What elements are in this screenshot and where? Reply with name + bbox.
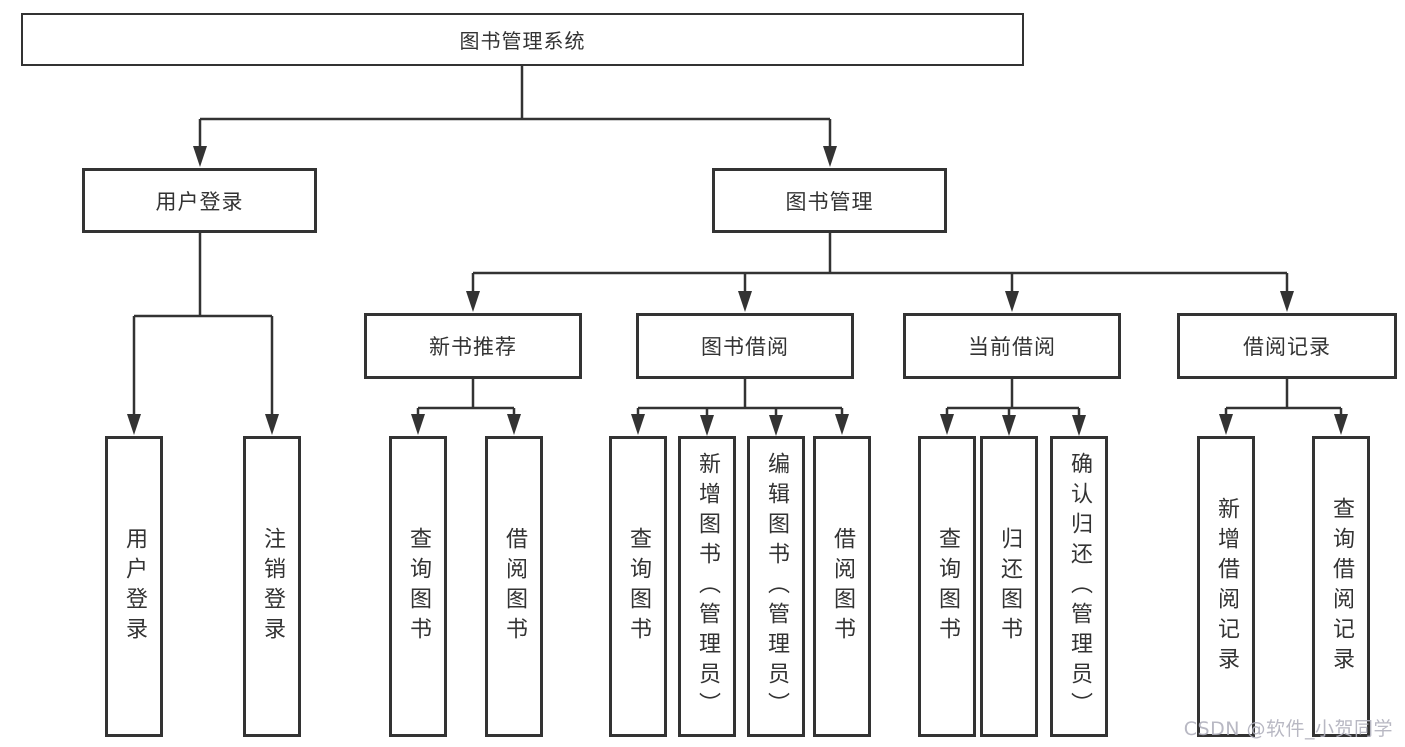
leaf-logout: 注销登录 bbox=[243, 436, 301, 737]
csdn-watermark: CSDN @软件_小贺同学 bbox=[1183, 718, 1393, 740]
node-user-login: 用户登录 bbox=[82, 168, 317, 233]
leaf-return-books: 归还图书 bbox=[980, 436, 1038, 737]
leaf-borrow-books-recommend: 借阅图书 bbox=[485, 436, 543, 737]
leaf-query-books-current: 查询图书 bbox=[918, 436, 976, 737]
node-book-borrow: 图书借阅 bbox=[636, 313, 854, 379]
leaf-confirm-return-admin: 确认归还（管理员） bbox=[1050, 436, 1108, 737]
leaf-query-books-recommend: 查询图书 bbox=[389, 436, 447, 737]
node-borrow-records: 借阅记录 bbox=[1177, 313, 1397, 379]
leaf-add-borrow-record: 新增借阅记录 bbox=[1197, 436, 1255, 737]
node-root: 图书管理系统 bbox=[21, 13, 1024, 66]
leaf-query-borrow-record: 查询借阅记录 bbox=[1312, 436, 1370, 737]
connector-paths bbox=[132, 66, 1343, 416]
arrowhead-icons bbox=[127, 146, 1348, 436]
node-current-borrow: 当前借阅 bbox=[903, 313, 1121, 379]
leaf-borrow-books: 借阅图书 bbox=[813, 436, 871, 737]
leaf-add-books-admin: 新增图书（管理员） bbox=[678, 436, 736, 737]
node-new-book-recommend: 新书推荐 bbox=[364, 313, 582, 379]
leaf-edit-books-admin: 编辑图书（管理员） bbox=[747, 436, 805, 737]
leaf-user-login: 用户登录 bbox=[105, 436, 163, 737]
node-book-management: 图书管理 bbox=[712, 168, 947, 233]
leaf-query-books-borrow: 查询图书 bbox=[609, 436, 667, 737]
